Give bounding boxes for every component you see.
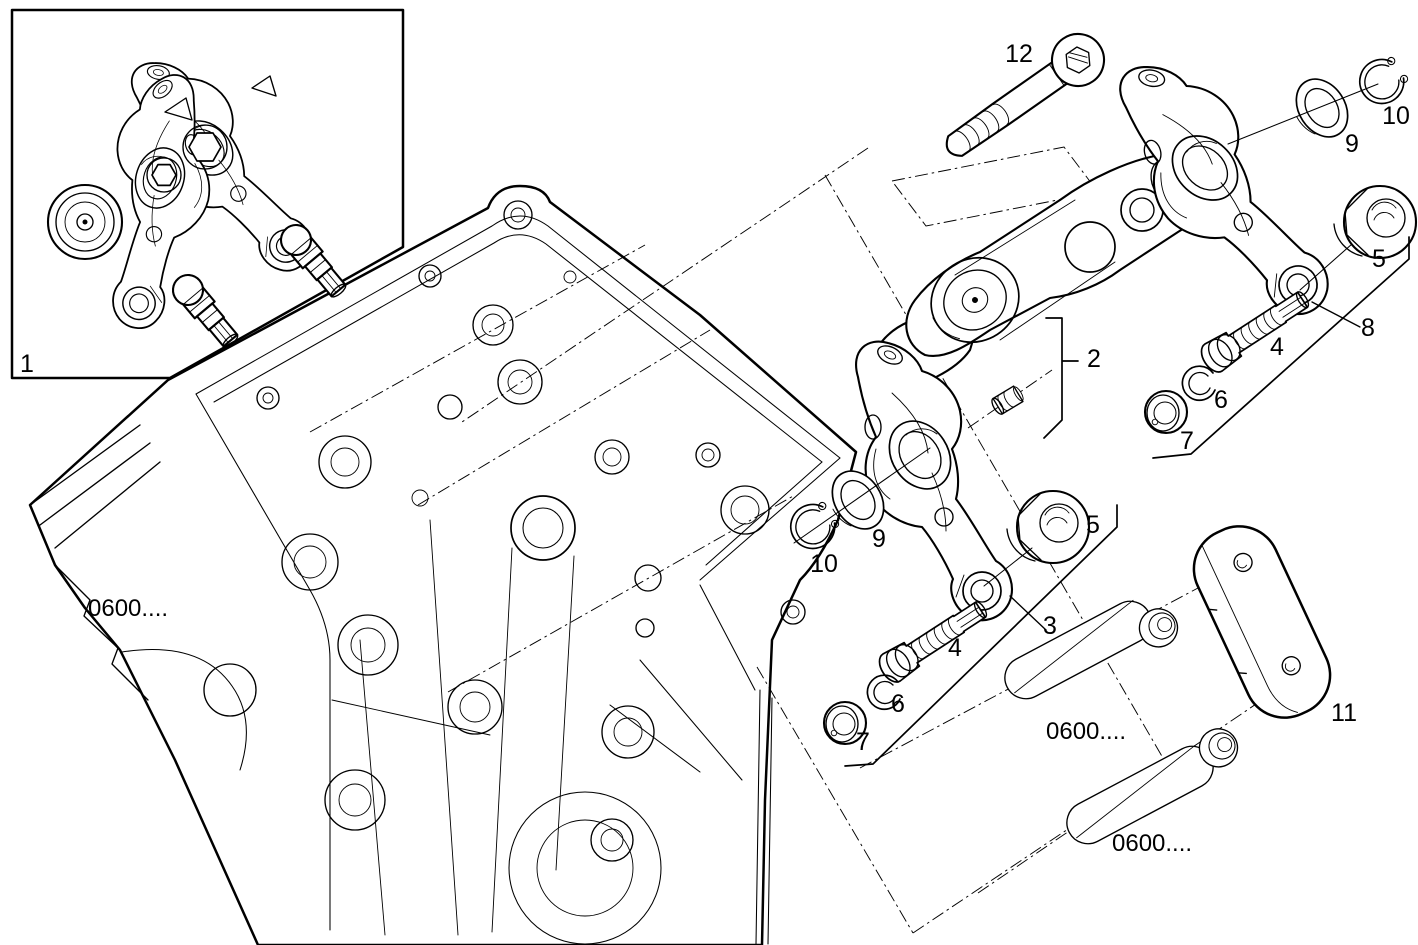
callout-part5-mid: 5 <box>1086 511 1100 539</box>
ref-label-valve-upper: 0600.... <box>1046 718 1126 745</box>
callout-part10-top: 10 <box>1382 102 1410 130</box>
ref-label-valve-lower: 0600.... <box>1112 830 1192 857</box>
rocker-arm-3 <box>855 340 1013 622</box>
callout-part10-mid: 10 <box>810 550 838 578</box>
screw-4-top <box>1195 283 1316 378</box>
screw-4-mid <box>873 593 994 688</box>
callout-part4-mid: 4 <box>948 634 962 662</box>
callout-part6-mid: 6 <box>891 690 905 718</box>
callout-part3: 3 <box>1043 612 1057 640</box>
inset-box-part1 <box>10 8 405 380</box>
callout-labels: 1 12 2 10 9 5 8 4 6 7 10 9 5 3 4 6 7 11 … <box>20 40 1410 857</box>
ref-label-head: 0600.... <box>88 595 168 622</box>
callout-part5-top: 5 <box>1372 245 1386 273</box>
callout-part6-top: 6 <box>1214 386 1228 414</box>
callout-part12: 12 <box>1005 40 1033 68</box>
callout-part8: 8 <box>1361 314 1375 342</box>
callout-part1: 1 <box>20 350 34 378</box>
shaft-retaining-bolt-12 <box>945 32 1106 157</box>
cover-plate-11 <box>1192 525 1332 719</box>
callout-leader-lines <box>793 83 1410 767</box>
nut-5-mid <box>1005 489 1091 565</box>
callout-part4-top: 4 <box>1270 333 1284 361</box>
callout-part2: 2 <box>1087 345 1101 373</box>
callout-part7-mid: 7 <box>856 728 870 756</box>
callout-part11: 11 <box>1331 699 1357 727</box>
callout-part7-top: 7 <box>1180 427 1194 455</box>
callout-part9-top: 9 <box>1345 130 1359 158</box>
ring-6-top <box>1181 365 1216 402</box>
callout-part9-mid: 9 <box>872 525 886 553</box>
